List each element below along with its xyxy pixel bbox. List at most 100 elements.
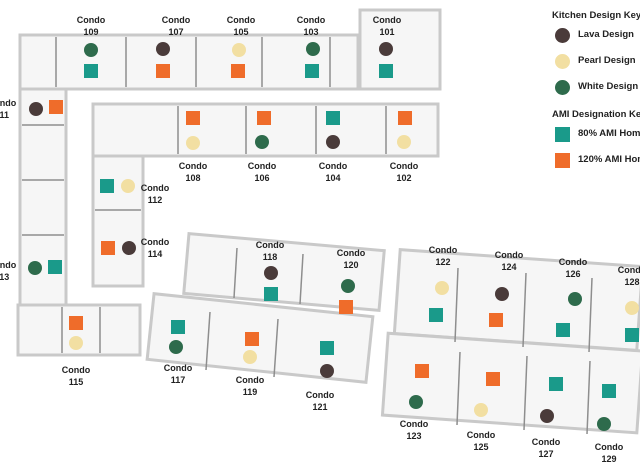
unit-label-line: Condo bbox=[466, 430, 496, 440]
ami-marker-103 bbox=[305, 64, 319, 78]
kitchen-marker-121 bbox=[320, 364, 334, 378]
unit-label-line: 104 bbox=[325, 173, 341, 183]
ami120-swatch-icon bbox=[555, 153, 570, 168]
unit-label-line: Condo bbox=[531, 437, 561, 447]
legend: Kitchen Design Key Lava Design Pearl Des… bbox=[552, 10, 640, 172]
unit-label-line: Condo bbox=[494, 250, 524, 260]
ami-marker-118 bbox=[264, 287, 278, 301]
unit-label-line: 113 bbox=[0, 272, 10, 282]
unit-label-line: Condo bbox=[372, 15, 402, 25]
unit-label-line: 107 bbox=[168, 27, 184, 37]
unit-label-line: Condo bbox=[594, 442, 624, 452]
ami-marker-113 bbox=[48, 260, 62, 274]
white-swatch-icon bbox=[555, 80, 570, 95]
unit-label-line: Condo bbox=[61, 365, 91, 375]
kitchen-marker-112 bbox=[121, 179, 135, 193]
unit-label-line: Condo bbox=[140, 183, 170, 193]
unit-label-line: Condo bbox=[235, 375, 265, 385]
kitchen-marker-106 bbox=[255, 135, 269, 149]
ami-marker-128 bbox=[625, 328, 639, 342]
unit-markers bbox=[28, 42, 639, 431]
ami-marker-112 bbox=[100, 179, 114, 193]
ami-marker-107 bbox=[156, 64, 170, 78]
kitchen-marker-109 bbox=[84, 43, 98, 57]
legend-label-pearl: Pearl Design bbox=[578, 55, 636, 66]
unit-label-line: 120 bbox=[343, 260, 359, 270]
ami-marker-127 bbox=[549, 377, 563, 391]
lava-swatch-icon bbox=[555, 28, 570, 43]
kitchen-marker-104 bbox=[326, 135, 340, 149]
unit-label-127: Condo 127 bbox=[526, 436, 566, 460]
unit-label-line: Condo bbox=[178, 161, 208, 171]
kitchen-key-title: Kitchen Design Key bbox=[552, 10, 640, 21]
ami-marker-129 bbox=[602, 384, 616, 398]
unit-label-101: Condo 101 bbox=[367, 14, 407, 38]
unit-label-line: Condo bbox=[226, 15, 256, 25]
unit-label-124: Condo 124 bbox=[489, 249, 529, 273]
unit-label-line: 127 bbox=[538, 449, 554, 459]
unit-label-105: Condo 105 bbox=[221, 14, 261, 38]
unit-label-line: 124 bbox=[501, 262, 517, 272]
ami-marker-122 bbox=[429, 308, 443, 322]
ami-marker-108 bbox=[186, 111, 200, 125]
ami-key-title: AMI Designation Key bbox=[552, 109, 640, 120]
ami-marker-115 bbox=[69, 316, 83, 330]
unit-label-line: 103 bbox=[303, 27, 319, 37]
unit-label-line: 122 bbox=[435, 257, 451, 267]
kitchen-marker-120 bbox=[341, 279, 355, 293]
kitchen-marker-107 bbox=[156, 42, 170, 56]
unit-label-line: Condo bbox=[617, 265, 640, 275]
kitchen-marker-119 bbox=[243, 350, 257, 364]
kitchen-marker-126 bbox=[568, 292, 582, 306]
unit-label-line: Condo bbox=[163, 363, 193, 373]
unit-label-line: 128 bbox=[624, 277, 640, 287]
floor-plan-partitions bbox=[22, 37, 593, 435]
floor-plan-walls bbox=[16, 8, 640, 435]
ami-marker-106 bbox=[257, 111, 271, 125]
legend-item-pearl: Pearl Design bbox=[552, 51, 640, 73]
ami-marker-111 bbox=[49, 100, 63, 114]
kitchen-marker-101 bbox=[379, 42, 393, 56]
unit-label-128: Condo 128 bbox=[612, 264, 640, 288]
unit-label-line: Condo bbox=[318, 161, 348, 171]
unit-label-line: 126 bbox=[565, 269, 581, 279]
unit-label-111: Condo111 bbox=[0, 97, 22, 121]
legend-label-white: White Design bbox=[578, 81, 639, 92]
unit-label-line: 109 bbox=[83, 27, 99, 37]
ami-marker-121 bbox=[320, 341, 334, 355]
unit-label-line: Condo bbox=[428, 245, 458, 255]
unit-label-113: Condo113 bbox=[0, 259, 22, 283]
unit-label-line: Condo bbox=[389, 161, 419, 171]
unit-label-line: 114 bbox=[147, 249, 163, 259]
ami-marker-101 bbox=[379, 64, 393, 78]
unit-label-line: 105 bbox=[233, 27, 249, 37]
ami-marker-117 bbox=[171, 320, 185, 334]
kitchen-marker-117 bbox=[169, 340, 183, 354]
legend-label-lava: Lava Design bbox=[578, 29, 634, 40]
unit-label-line: 111 bbox=[0, 110, 10, 120]
pearl-swatch-icon bbox=[555, 54, 570, 69]
legend-item-lava: Lava Design bbox=[552, 25, 640, 47]
unit-label-line: 121 bbox=[312, 402, 328, 412]
unit-label-line: 106 bbox=[254, 173, 270, 183]
ami-marker-114 bbox=[101, 241, 115, 255]
kitchen-marker-123 bbox=[409, 395, 423, 409]
unit-label-line: 112 bbox=[147, 195, 163, 205]
unit-label-line: Condo bbox=[247, 161, 277, 171]
unit-label-122: Condo 122 bbox=[423, 244, 463, 268]
unit-label-line: 101 bbox=[379, 27, 395, 37]
ami-marker-125 bbox=[486, 372, 500, 386]
kitchen-marker-103 bbox=[306, 42, 320, 56]
ami-marker-109 bbox=[84, 64, 98, 78]
kitchen-marker-125 bbox=[474, 403, 488, 417]
ami-marker-123 bbox=[415, 364, 429, 378]
unit-label-line: Condo bbox=[399, 419, 429, 429]
